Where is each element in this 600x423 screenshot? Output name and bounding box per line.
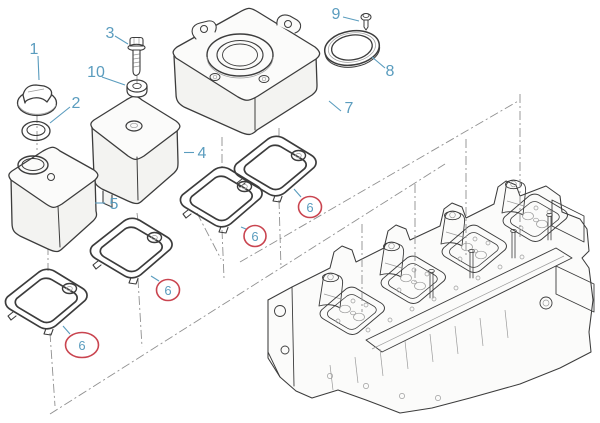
callout-10-label[interactable]: 10 (87, 64, 105, 81)
callout-6d-label[interactable]: 6 (306, 200, 313, 215)
part-screw (360, 13, 372, 31)
part-gasket-2 (89, 217, 173, 285)
callout-9-label[interactable]: 9 (332, 6, 341, 23)
callout-6a-label[interactable]: 6 (78, 338, 85, 353)
part-gasket-4 (233, 135, 317, 203)
callout-4-label[interactable]: 4 (198, 145, 207, 162)
part-gasket-3 (179, 166, 263, 234)
callout-3-label[interactable]: 3 (106, 25, 115, 42)
callout-6c-label[interactable]: 6 (251, 229, 258, 244)
part-bolt (127, 36, 146, 77)
right-end-blocks (539, 199, 595, 313)
callout-6b-circle[interactable] (155, 278, 181, 302)
callout-7-label[interactable]: 7 (345, 100, 354, 117)
callout-1-label[interactable]: 1 (30, 41, 39, 58)
part-seal-ring (323, 29, 381, 68)
part-grommet (126, 79, 148, 98)
callout-5-label[interactable]: 5 (110, 196, 119, 213)
bolt-holes (365, 254, 525, 333)
part-valve-cover-filler (8, 146, 99, 253)
part-oil-filler-cap (16, 84, 58, 117)
cylinder-head (267, 179, 595, 414)
part-valve-cover (90, 95, 181, 208)
stud-pins (428, 212, 553, 299)
callout-6a-circle[interactable] (64, 331, 100, 359)
part-rear-valve-cover (172, 7, 321, 136)
callout-6d-circle[interactable] (297, 195, 323, 219)
callout-6b-label[interactable]: 6 (164, 283, 171, 298)
part-cap-seal (21, 120, 51, 142)
part-gasket-1 (4, 268, 88, 336)
callout-6c-circle[interactable] (243, 224, 267, 248)
callout-leaders (37, 16, 386, 335)
front-face-details (327, 309, 509, 401)
callout-2-label[interactable]: 2 (72, 95, 81, 112)
callout-8-label[interactable]: 8 (386, 63, 395, 80)
projection-lines (36, 74, 521, 415)
